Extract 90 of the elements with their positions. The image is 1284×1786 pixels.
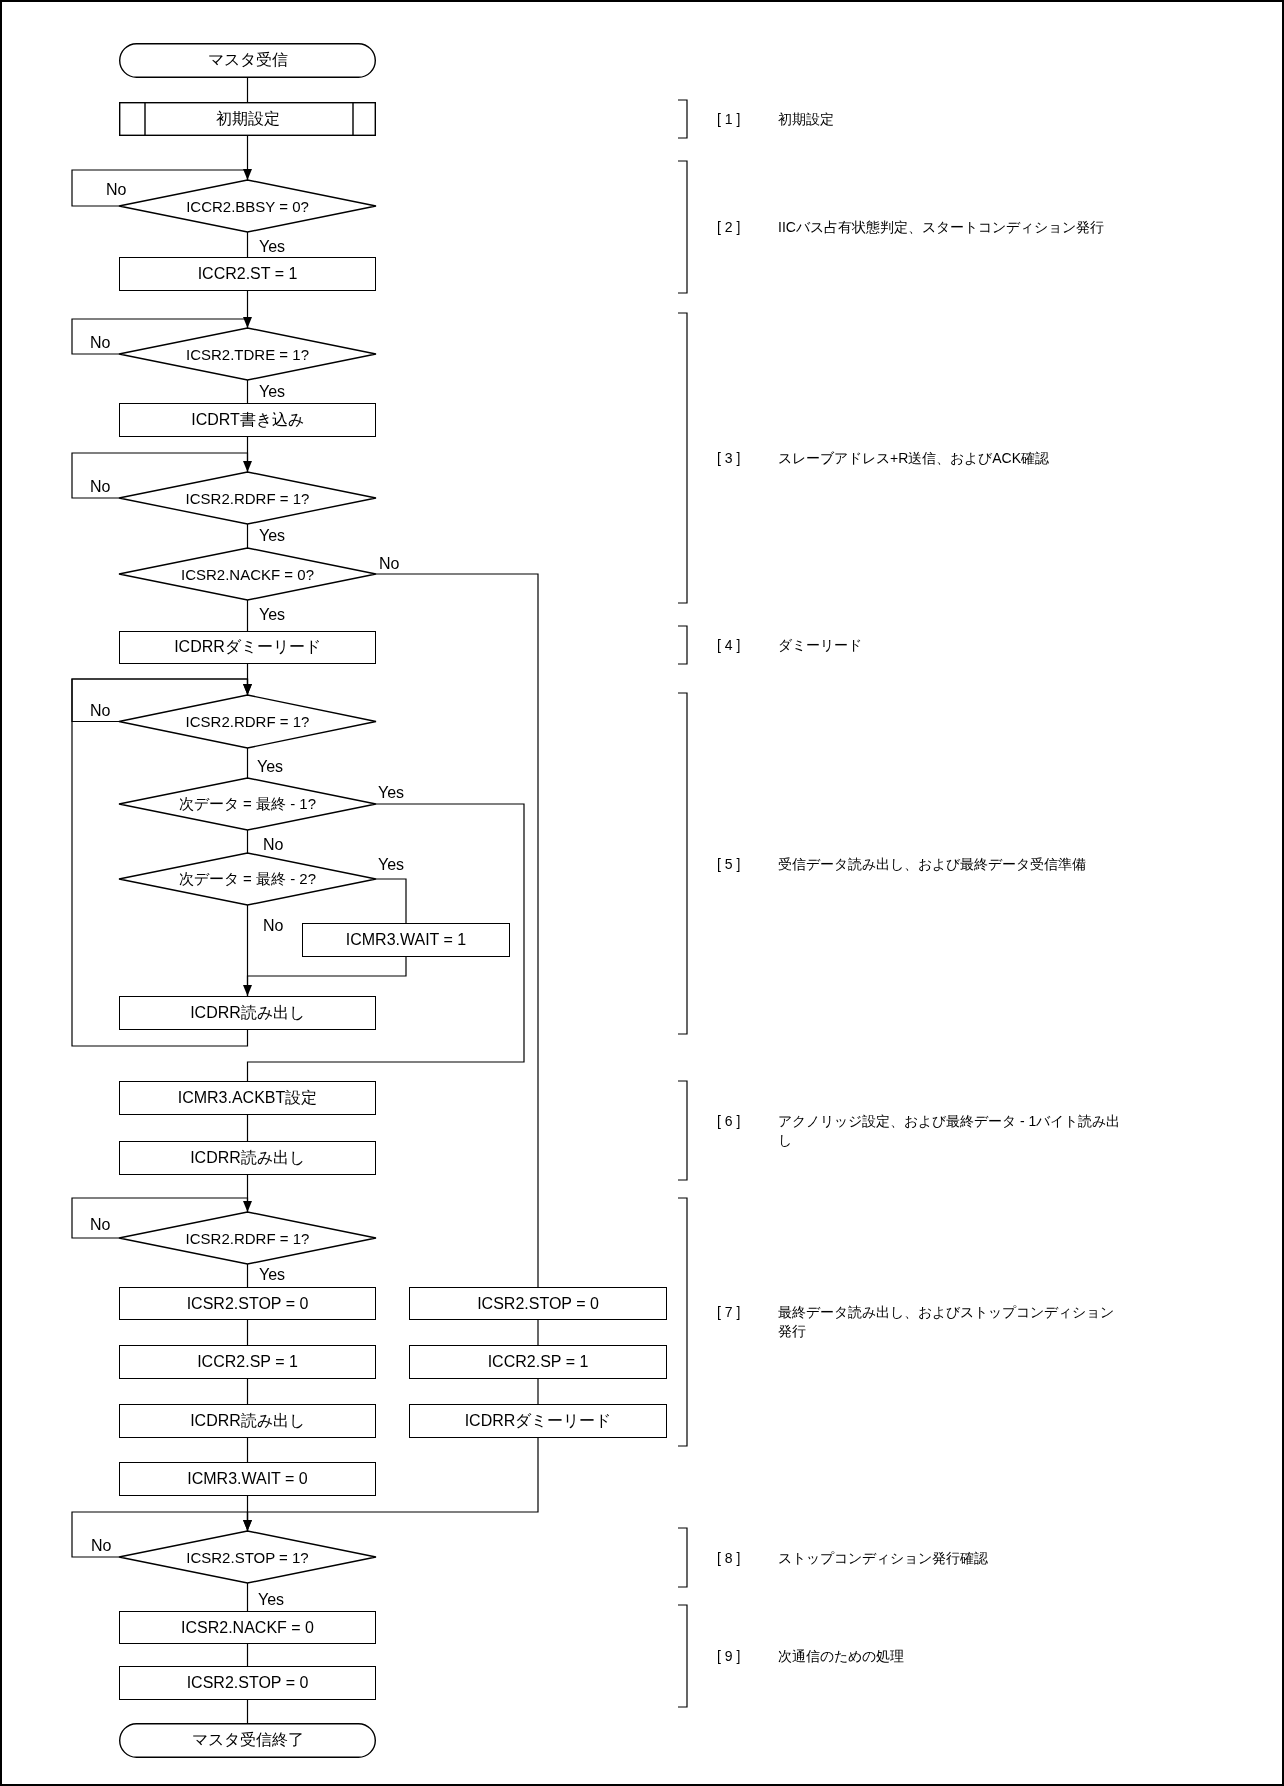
- decision-diamond: 次データ = 最終 - 2?: [119, 853, 376, 905]
- connector-line: [246, 599, 249, 632]
- decision-diamond: ICSR2.STOP = 1?: [119, 1531, 376, 1583]
- process-box: ICCR2.SP = 1: [119, 1345, 376, 1379]
- arrow: [71, 452, 252, 499]
- step-number: [ 1 ]: [717, 109, 742, 129]
- process-box: ICSR2.STOP = 0: [409, 1287, 667, 1320]
- edge-label: No: [105, 181, 128, 198]
- connector-line: [246, 1378, 249, 1405]
- connector-line: [246, 1319, 249, 1346]
- edge-label: No: [262, 836, 285, 853]
- edge-label: Yes: [258, 606, 287, 623]
- terminal-shape: マスタ受信: [119, 43, 376, 78]
- connector-line: [537, 1378, 539, 1405]
- arrow: [243, 956, 407, 997]
- edge-label: No: [378, 555, 401, 572]
- arrow: [71, 1197, 252, 1239]
- edge-label: Yes: [258, 238, 287, 255]
- process-box: ICMR3.WAIT = 1: [302, 923, 510, 957]
- edge-label: No: [89, 334, 112, 351]
- edge-label: No: [89, 478, 112, 495]
- process-box: ICMR3.WAIT = 0: [119, 1462, 376, 1496]
- connector-line: [246, 1263, 249, 1288]
- connector-line: [246, 1643, 249, 1667]
- connector-line: [246, 1582, 249, 1612]
- step-number: [ 6 ]: [717, 1111, 742, 1131]
- decision-diamond: ICSR2.RDRF = 1?: [119, 1212, 376, 1264]
- edge-label: Yes: [256, 758, 285, 775]
- process-box: ICCR2.SP = 1: [409, 1345, 667, 1379]
- step-number: [ 3 ]: [717, 448, 742, 468]
- connector-line: [246, 1437, 249, 1463]
- arrow: [71, 317, 252, 355]
- connector-line: [246, 829, 249, 854]
- step-number: [ 4 ]: [717, 635, 742, 655]
- edge-label: Yes: [258, 527, 287, 544]
- process-box: ICDRT書き込み: [119, 403, 376, 437]
- step-number: [ 7 ]: [717, 1303, 742, 1322]
- step-number: [ 5 ]: [717, 854, 742, 873]
- connector-line: [375, 878, 407, 924]
- process-box: ICDRR読み出し: [119, 1141, 376, 1175]
- arrow: [71, 1511, 252, 1558]
- connector-line: [246, 77, 249, 103]
- step-number: [ 8 ]: [717, 1548, 742, 1567]
- decision-diamond: ICSR2.NACKF = 0?: [119, 548, 376, 600]
- step-description: スレーブアドレス+R送信、およびACK確認: [778, 448, 1051, 468]
- step-description: ストップコンディション発行確認: [778, 1548, 989, 1567]
- connector-line: [537, 1319, 539, 1346]
- connector-line: [246, 747, 249, 779]
- arrow: [71, 169, 252, 207]
- process-box: ICDRR読み出し: [119, 1404, 376, 1438]
- connector-line: [375, 573, 539, 1288]
- step-description: 最終データ読み出し、およびストップコンディション発行: [778, 1303, 1115, 1341]
- decision-diamond: ICSR2.TDRE = 1?: [119, 328, 376, 380]
- edge-label: Yes: [258, 383, 287, 400]
- connector-line: [246, 523, 249, 549]
- arrow: [71, 678, 252, 1047]
- connector-line: [246, 231, 249, 258]
- edge-label: No: [262, 917, 285, 934]
- step-description: アクノリッジ設定、および最終データ - 1バイト読み出し: [778, 1111, 1122, 1150]
- step-number: [ 9 ]: [717, 1646, 742, 1666]
- process-box: ICDRRダミーリード: [409, 1404, 667, 1438]
- process-box: ICSR2.STOP = 0: [119, 1666, 376, 1700]
- process-box: ICDRR読み出し: [119, 996, 376, 1030]
- edge-label: No: [90, 1537, 113, 1554]
- decision-diamond: ICSR2.RDRF = 1?: [119, 695, 376, 748]
- step-number: [ 2 ]: [717, 217, 742, 237]
- step-description: IICバス占有状態判定、スタートコンディション発行: [778, 217, 1105, 237]
- decision-diamond: 次データ = 最終 - 1?: [119, 778, 376, 830]
- process-box: ICSR2.NACKF = 0: [119, 1611, 376, 1644]
- step-description: 受信データ読み出し、および最終データ受信準備: [778, 854, 1087, 873]
- step-description: 初期設定: [778, 109, 835, 129]
- edge-label: No: [89, 702, 112, 719]
- terminal-shape: マスタ受信終了: [119, 1723, 376, 1758]
- edge-label: No: [89, 1216, 112, 1233]
- connector-line: [246, 803, 525, 1082]
- edge-label: Yes: [257, 1591, 286, 1608]
- edge-label: Yes: [377, 784, 406, 801]
- connector-line: [246, 379, 249, 404]
- predefined-process-box: 初期設定: [119, 102, 376, 136]
- step-description: ダミーリード: [778, 635, 863, 655]
- process-box: ICMR3.ACKBT設定: [119, 1081, 376, 1115]
- connector-line: [246, 1699, 249, 1724]
- step-description: 次通信のための処理: [778, 1646, 905, 1666]
- process-box: ICDRRダミーリード: [119, 631, 376, 664]
- edge-label: Yes: [258, 1266, 287, 1283]
- decision-diamond: ICSR2.RDRF = 1?: [119, 472, 376, 524]
- process-box: ICCR2.ST = 1: [119, 257, 376, 291]
- edge-label: Yes: [377, 856, 406, 873]
- process-box: ICSR2.STOP = 0: [119, 1287, 376, 1320]
- connector-line: [246, 1114, 249, 1142]
